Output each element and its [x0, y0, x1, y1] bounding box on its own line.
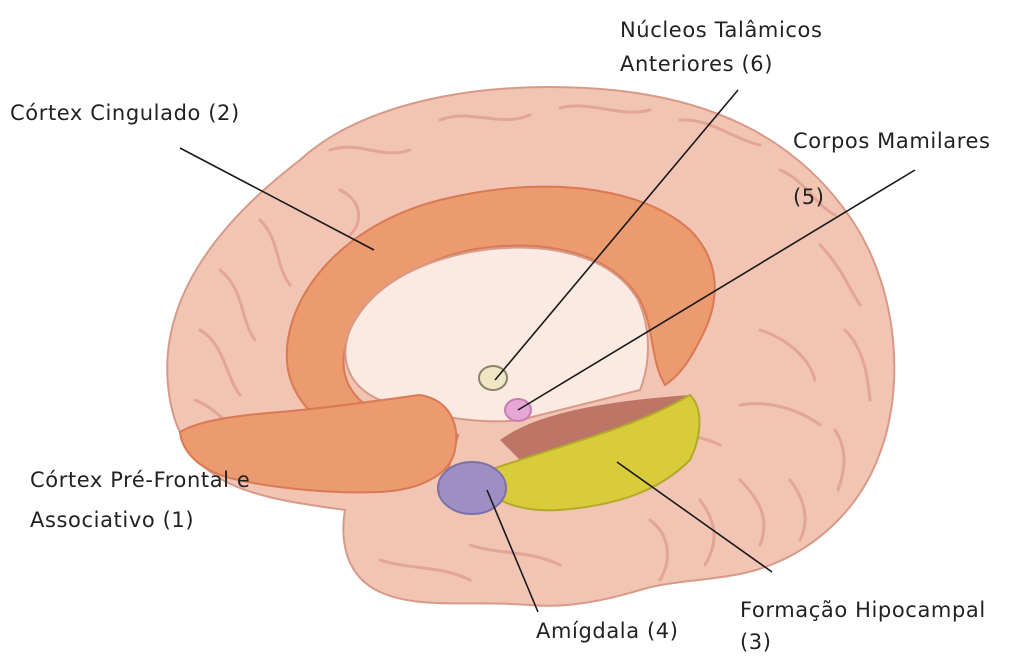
label-cortex-prefrontal-line1: Córtex Pré-Frontal e	[30, 466, 250, 494]
label-corpos-mamilares-line1: Corpos Mamilares	[793, 127, 991, 155]
label-corpos-mamilares-line2: (5)	[793, 183, 825, 211]
label-amigdala: Amígdala (4)	[536, 617, 679, 645]
label-cortex-cingulado: Córtex Cingulado (2)	[10, 99, 240, 127]
amygdala	[438, 462, 506, 514]
label-nucleos-talamicos-line1: Núcleos Talâmicos	[620, 16, 823, 44]
label-formacao-hipocampal-line1: Formação Hipocampal	[740, 596, 986, 624]
label-nucleos-talamicos-line2: Anteriores (6)	[620, 50, 773, 78]
label-cortex-prefrontal-line2: Associativo (1)	[30, 506, 194, 534]
